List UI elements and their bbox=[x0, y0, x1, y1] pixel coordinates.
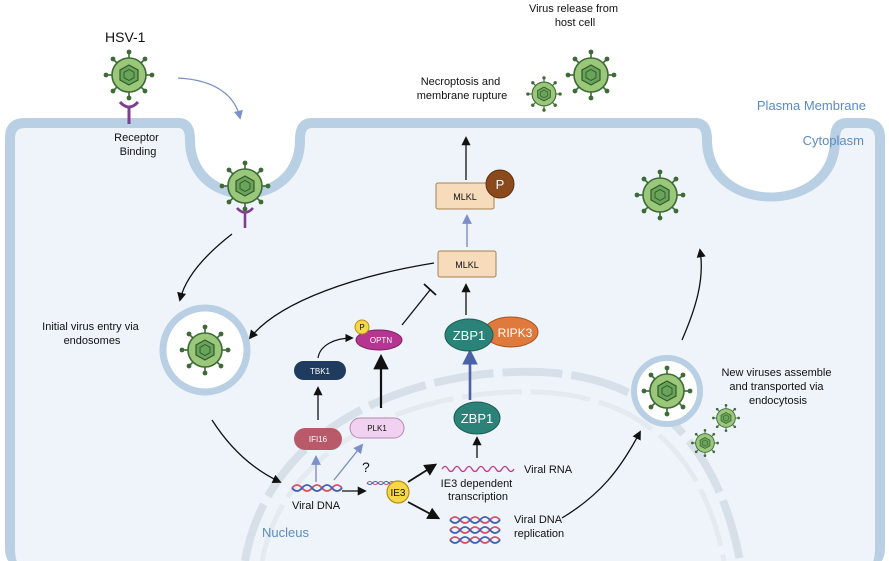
viral-rna-label: Viral RNA bbox=[524, 464, 573, 476]
receptor-icon bbox=[118, 100, 140, 124]
mlkl-p-label: MLKL bbox=[453, 192, 477, 202]
question-mark: ? bbox=[362, 459, 370, 475]
viral-dna-label: Viral DNA bbox=[292, 500, 341, 512]
optn-node: OPTN P bbox=[354, 319, 403, 351]
tbk1-node: TBK1 bbox=[294, 361, 346, 380]
virus-release-label: Virus release from host cell bbox=[529, 3, 621, 29]
ie3-label: IE3 bbox=[390, 488, 405, 499]
nuclear-envelope bbox=[241, 367, 744, 561]
optn-phospho-label: P bbox=[359, 323, 364, 332]
ripk3-label: RIPK3 bbox=[498, 326, 533, 340]
initial-entry-label: Initial virus entry via endosomes bbox=[42, 321, 142, 347]
zbp1-nuclear: ZBP1 bbox=[453, 401, 501, 435]
arrow-ie3-to-replication bbox=[407, 501, 441, 520]
plk1-node: PLK1 bbox=[349, 417, 405, 439]
virus-outside-icon bbox=[102, 48, 156, 102]
optn-label: OPTN bbox=[370, 336, 392, 345]
arrow-to-endosome bbox=[177, 233, 233, 302]
phospho-icon bbox=[485, 169, 515, 199]
zbp1-label: ZBP1 bbox=[461, 411, 494, 426]
mlkl-label: MLKL bbox=[455, 260, 479, 270]
arrow-to-exocytosis bbox=[681, 248, 706, 341]
arrow-replication-to-new-virus bbox=[561, 430, 641, 519]
receptor-binding-label: Receptor Binding bbox=[114, 132, 162, 158]
viral-rna-icon bbox=[441, 465, 515, 473]
nuclear-envelope-inner bbox=[259, 389, 727, 561]
arrow-virus-to-membrane bbox=[177, 77, 243, 120]
arrow-mlkl-to-endosome bbox=[248, 262, 435, 340]
arrow-endosome-to-nucleus bbox=[211, 419, 282, 484]
ie3-node: IE3 bbox=[386, 480, 410, 504]
hsv1-label: HSV-1 bbox=[105, 29, 146, 45]
arrow-tbk1-to-optn bbox=[317, 333, 354, 359]
zbp1-ripk3-complex: RIPK3 ZBP1 bbox=[444, 316, 539, 352]
optn-inhibits-mlkl bbox=[401, 283, 437, 326]
new-viruses-label: New viruses assemble and transported via… bbox=[721, 367, 834, 407]
dna-replication-label: Viral DNA replication bbox=[514, 514, 565, 540]
cytoplasm-label: Cytoplasm bbox=[803, 133, 864, 148]
virus-released-large-icon bbox=[564, 48, 618, 102]
arrow-ie3-to-rna bbox=[407, 463, 438, 483]
ifi16-node: IFI16 bbox=[294, 428, 342, 450]
nucleus-label: Nucleus bbox=[262, 525, 309, 540]
plasma-membrane-label: Plasma Membrane bbox=[757, 98, 866, 113]
optn-phospho-icon bbox=[354, 319, 370, 335]
ifi16-label: IFI16 bbox=[309, 435, 328, 444]
mlkl-box: MLKL bbox=[437, 250, 497, 278]
necroptosis-label: Necroptosis and membrane rupture bbox=[417, 76, 508, 102]
virus-released-small-icon bbox=[525, 75, 563, 113]
phospho-label: P bbox=[496, 177, 505, 192]
ie3-transcription-label: IE3 dependent transcription bbox=[441, 478, 516, 503]
zbp1-complex-label: ZBP1 bbox=[453, 328, 486, 343]
arrow-dna-to-plk1 bbox=[333, 443, 364, 481]
tbk1-label: TBK1 bbox=[310, 367, 331, 376]
plk1-label: PLK1 bbox=[367, 424, 387, 433]
receptor-bound-icon bbox=[236, 207, 254, 228]
mlkl-p-box: MLKL P bbox=[435, 169, 515, 210]
